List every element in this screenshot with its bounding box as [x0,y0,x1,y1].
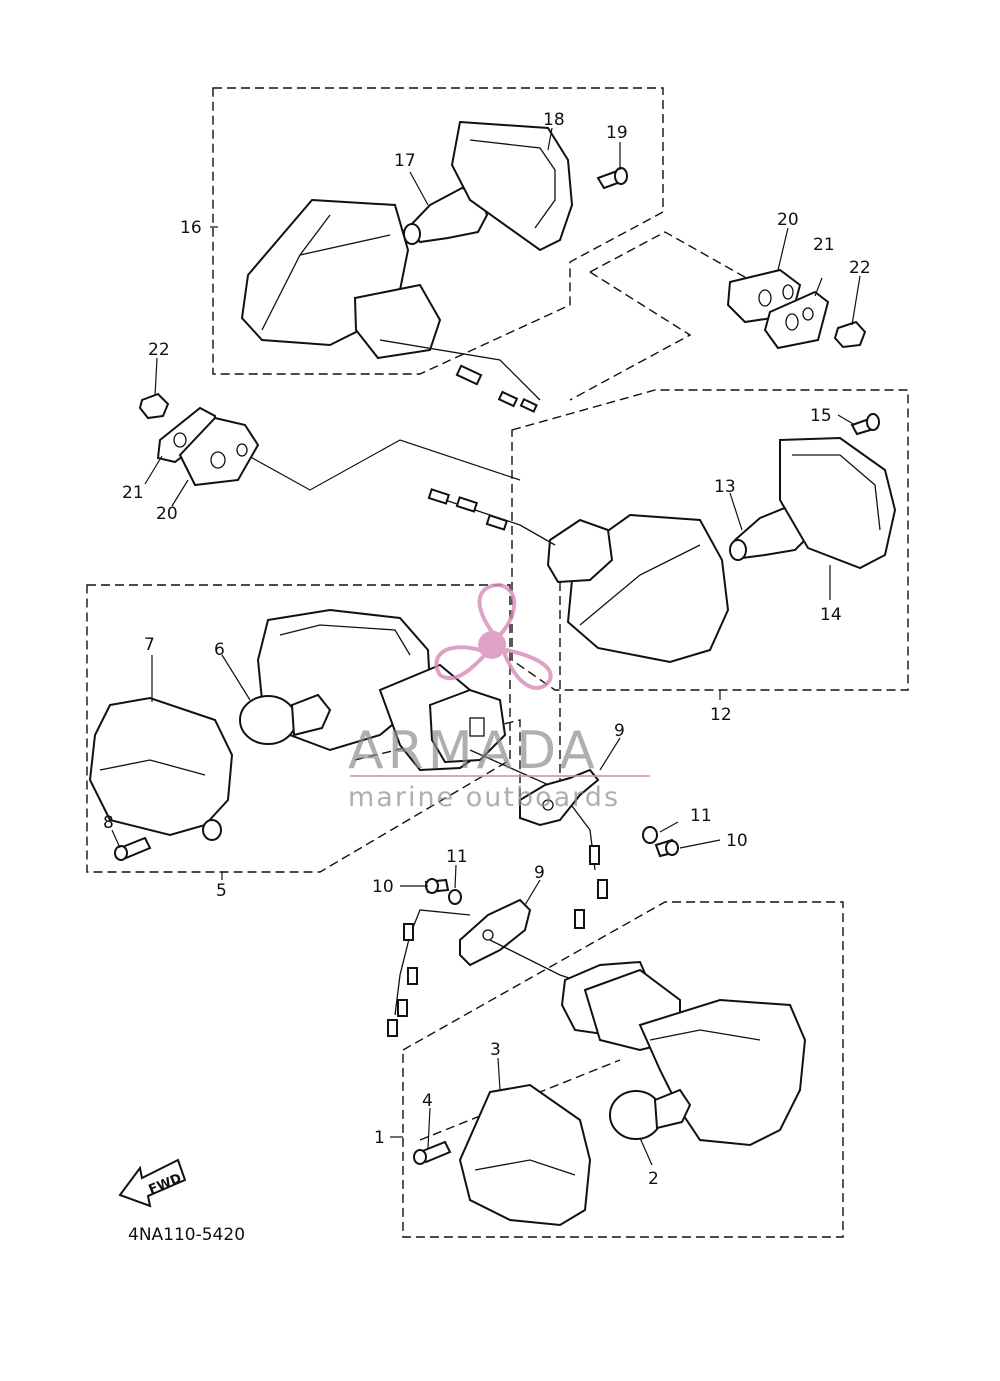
screw-4 [413,1140,452,1165]
diagram-code: 4NA110-5420 [128,1225,245,1245]
callout-21-left: 21 [122,483,144,503]
lens-14 [779,436,897,570]
watermark-title: ARMADA [348,721,599,781]
callout-13: 13 [714,477,736,497]
callout-11-upper: 11 [690,806,712,826]
group-box-1 [402,901,844,1238]
plate-21-right [763,290,830,350]
bulb-2 [609,1088,692,1140]
screw-19 [596,167,628,190]
grommet-5 [428,688,507,764]
callout-18: 18 [543,110,565,130]
nut-22-left [138,392,170,420]
washer-11-lower [448,889,462,905]
callout-16: 16 [180,218,202,238]
callout-15: 15 [810,406,832,426]
callout-21-right: 21 [813,235,835,255]
screw-8 [114,836,152,861]
lens-3 [458,1083,592,1227]
callout-9-lower: 9 [534,863,545,883]
group-box-5 [86,584,511,873]
callout-5: 5 [216,881,227,901]
bolt-10-upper [654,838,679,858]
turn-signal-assembly-12 [427,488,730,664]
bracket-9-lower [459,898,532,967]
callout-1: 1 [374,1128,385,1148]
callout-22-left: 22 [148,340,170,360]
callout-3: 3 [490,1040,501,1060]
callout-20-right: 20 [777,210,799,230]
turn-signal-assembly-5 [256,608,608,929]
watermark-logo: ARMADA marine outboards [348,582,650,813]
callout-14: 14 [820,605,842,625]
callout-22-right: 22 [849,258,871,278]
lens-18 [450,120,574,252]
callout-10-lower: 10 [372,877,394,897]
callout-10-upper: 10 [726,831,748,851]
callout-20-left: 20 [156,504,178,524]
callout-6: 6 [214,640,225,660]
group-box-16 [212,87,664,375]
stem-16 [353,283,442,360]
bulb-17 [403,186,489,245]
callout-7: 7 [144,635,155,655]
bolt-10-lower [424,878,450,894]
callout-17: 17 [394,151,416,171]
callout-19: 19 [606,123,628,143]
damper-20-left [178,416,260,487]
group-box-12 [511,389,909,691]
assembly-group-boxes [86,87,909,1238]
propeller-icon [434,582,553,690]
callout-labels: 16 17 18 19 20 21 22 22 21 20 15 13 14 1… [103,110,871,1189]
screw-15 [850,413,880,436]
bracket-9-upper [519,768,600,827]
watermark-subtitle: marine outboards [348,782,620,813]
callout-9-upper: 9 [614,721,625,741]
turn-signal-assembly-16 [240,198,541,413]
callout-4: 4 [422,1091,433,1111]
connector-16 [455,364,483,386]
callout-2: 2 [648,1169,659,1189]
nut-22-right [833,320,867,349]
callout-12: 12 [710,705,732,725]
fwd-arrow-icon: FWD [118,1158,187,1208]
callout-11-lower: 11 [446,847,468,867]
leader-lines [111,127,861,1166]
washer-11-upper [642,826,658,844]
wiring-1 [387,909,591,1037]
bulb-6 [239,693,332,745]
grommet-12 [546,518,614,584]
callout-8: 8 [103,813,114,833]
lens-7 [88,696,234,841]
